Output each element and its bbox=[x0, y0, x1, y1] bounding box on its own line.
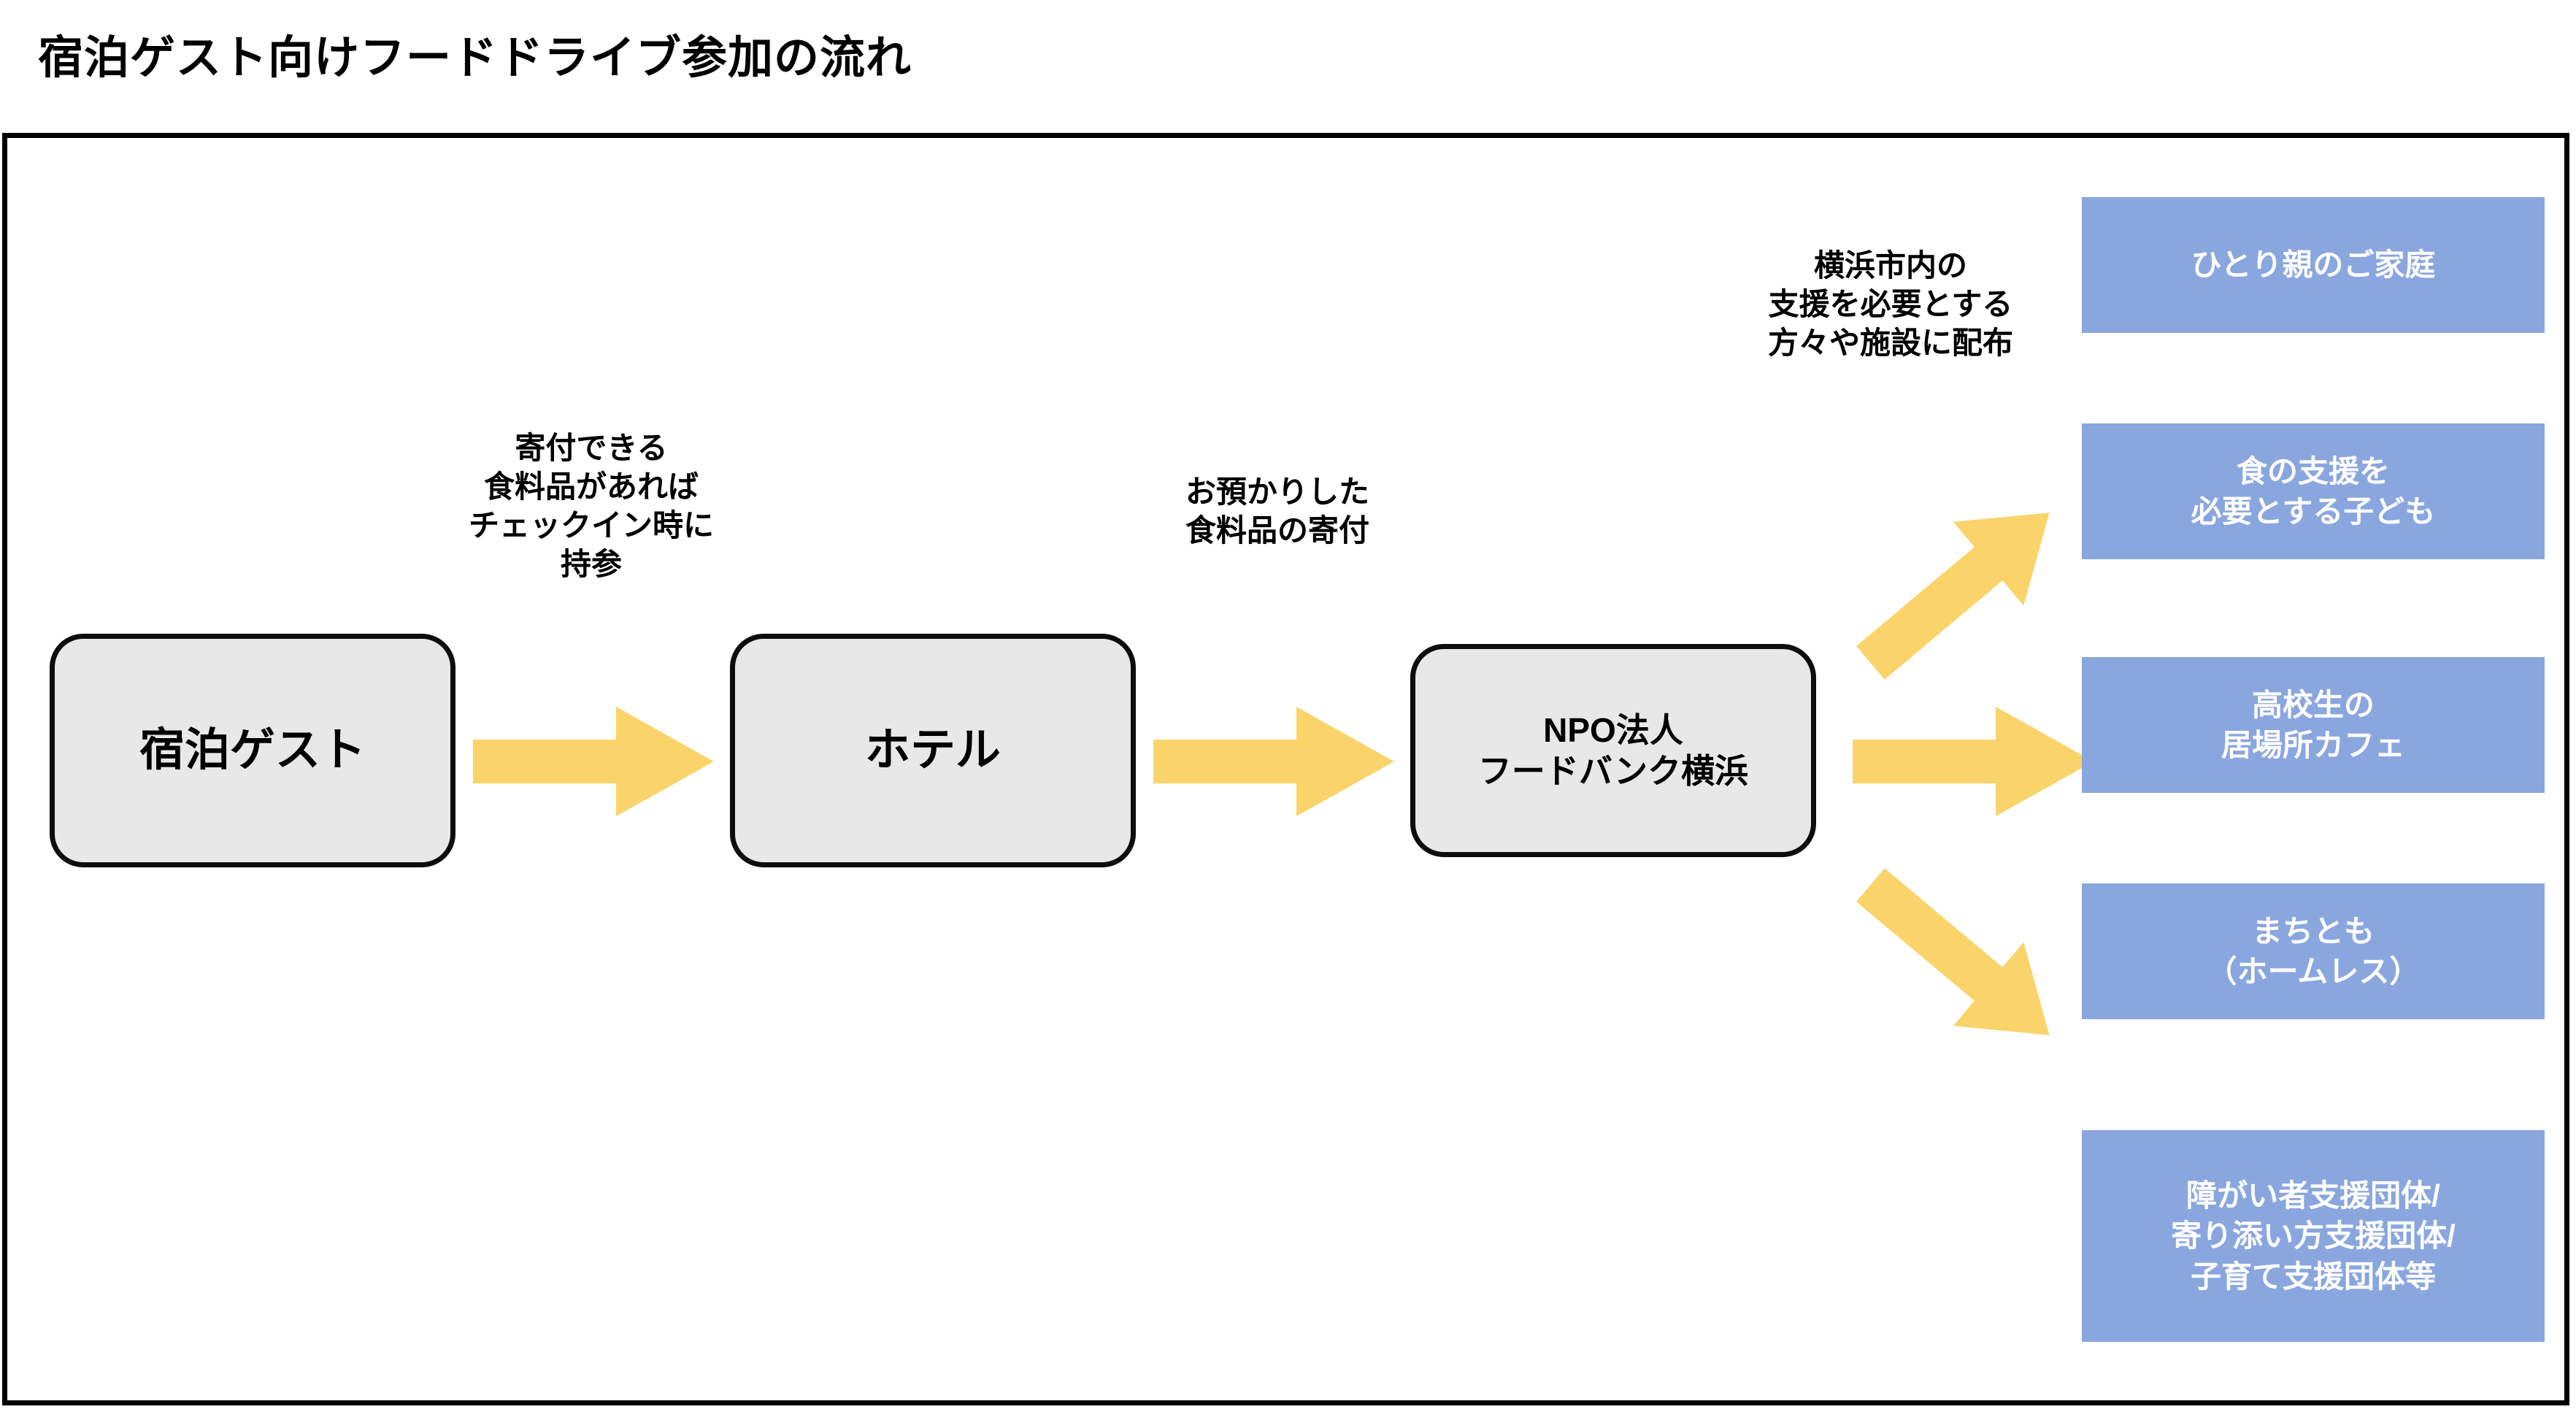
destination-box-support-groups-line-3: 子育て支援団体等 bbox=[2190, 1259, 2436, 1294]
destination-box-support-groups-line-1: 障がい者支援団体/ bbox=[2186, 1178, 2440, 1213]
destination-box-highschool-cafe[interactable]: 高校生の 居場所カフェ bbox=[2082, 657, 2545, 793]
caption-bring-food-line-1: 寄付できる bbox=[515, 431, 668, 465]
destination-box-children-food-line-2: 必要とする子ども bbox=[2191, 494, 2436, 529]
arrow-npo-to-upper-destinations-icon bbox=[1856, 513, 2050, 680]
caption-bring-food-line-4: 持参 bbox=[560, 546, 622, 581]
destination-box-support-groups[interactable]: 障がい者支援団体/ 寄り添い方支援団体/ 子育て支援団体等 bbox=[2082, 1130, 2545, 1342]
caption-donate-food-line-1: お預かりした bbox=[1185, 475, 1369, 509]
process-box-npo[interactable]: NPO法人 フードバンク横浜 bbox=[1410, 644, 1816, 857]
arrow-hotel-to-npo-icon bbox=[1153, 707, 1394, 816]
destination-box-children-food[interactable]: 食の支援を 必要とする子ども bbox=[2082, 423, 2545, 559]
arrow-npo-to-lower-destinations-icon bbox=[1856, 868, 2050, 1035]
process-box-npo-line-2: フードバンク横浜 bbox=[1477, 752, 1749, 790]
process-box-guest-line-1: 宿泊ゲスト bbox=[139, 725, 366, 776]
caption-distribution-line-3: 方々や施設に配布 bbox=[1767, 325, 2013, 360]
process-box-hotel-line-1: ホテル bbox=[864, 725, 1001, 776]
destination-box-children-food-line-1: 食の支援を bbox=[2236, 453, 2390, 488]
caption-distribution: 横浜市内の 支援を必要とする 方々や施設に配布 bbox=[1679, 247, 2102, 363]
caption-donate-food: お預かりした 食料品の寄付 bbox=[1117, 473, 1438, 550]
caption-bring-food-line-2: 食料品があれば bbox=[483, 469, 699, 504]
page-title: 宿泊ゲスト向けフードドライブ参加の流れ bbox=[38, 33, 912, 83]
destination-box-single-parent[interactable]: ひとり親のご家庭 bbox=[2082, 197, 2545, 333]
destination-box-machitomo-line-1: まちとも bbox=[2251, 913, 2375, 948]
arrow-npo-to-middle-destination-icon bbox=[1853, 707, 2094, 816]
caption-donate-food-line-2: 食料品の寄付 bbox=[1185, 513, 1369, 548]
destination-box-single-parent-line-1: ひとり親のご家庭 bbox=[2191, 248, 2436, 283]
destination-box-highschool-cafe-line-2: 居場所カフェ bbox=[2221, 728, 2405, 762]
destination-box-support-groups-line-2: 寄り添い方支援団体/ bbox=[2171, 1219, 2456, 1254]
destination-box-machitomo[interactable]: まちとも （ホームレス） bbox=[2082, 883, 2545, 1019]
arrow-guest-to-hotel-icon bbox=[473, 707, 714, 816]
caption-bring-food-line-3: チェックイン時に bbox=[468, 507, 714, 542]
process-box-guest[interactable]: 宿泊ゲスト bbox=[50, 634, 455, 867]
caption-bring-food: 寄付できる 食料品があれば チェックイン時に 持参 bbox=[409, 429, 774, 584]
destination-box-highschool-cafe-line-1: 高校生の bbox=[2251, 687, 2375, 722]
process-box-npo-line-1: NPO法人 bbox=[1543, 710, 1683, 749]
caption-distribution-line-1: 横浜市内の bbox=[1813, 248, 1967, 283]
caption-distribution-line-2: 支援を必要とする bbox=[1768, 286, 2013, 321]
destination-box-machitomo-line-2: （ホームレス） bbox=[2206, 954, 2421, 989]
process-box-hotel[interactable]: ホテル bbox=[730, 634, 1136, 867]
